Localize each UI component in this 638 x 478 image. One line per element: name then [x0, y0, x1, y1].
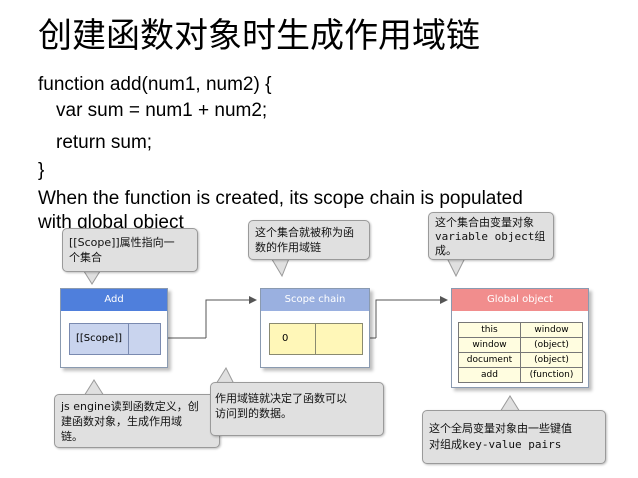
callout-text: 这个集合就被称为函	[255, 226, 354, 239]
callout-text: 访问到的数据。	[215, 407, 292, 420]
table-row: window(object)	[458, 337, 583, 353]
callout-text: 建函数对象，生成作用域	[61, 415, 182, 428]
table-row: add(function)	[458, 367, 583, 383]
description-line-2: with global object	[38, 212, 184, 233]
callout-text: js engine读到函数定义，创	[61, 400, 199, 413]
callout-text: [[Scope]]属性指向一	[69, 236, 175, 249]
callout-text: 作用域链就决定了函数可以	[215, 392, 347, 405]
code-line-1: function add(num1, num2) {	[38, 74, 272, 95]
scope-pointer-path	[205, 296, 257, 338]
callout-text: 这个集合由变量对象	[435, 216, 534, 229]
global-value: window	[520, 322, 583, 338]
callout-text: 成。	[435, 244, 457, 257]
scope-chain-row: 0	[269, 323, 363, 355]
callout-text: 对组成key-value pairs	[429, 438, 562, 451]
global-object-header: Global object	[452, 289, 588, 311]
add-scope-cell: [[Scope]]	[70, 324, 129, 354]
callout-text: 链。	[61, 430, 83, 443]
add-box-header: Add	[61, 289, 167, 311]
callout-text: 这个全局变量对象由一些键值	[429, 422, 572, 435]
scope-chain-index: 0	[270, 324, 316, 354]
add-scope-row: [[Scope]]	[69, 323, 161, 355]
callout-scope-property: [[Scope]]属性指向一 个集合	[62, 228, 198, 272]
description-line-1: When the function is created, its scope …	[38, 188, 523, 209]
table-row: document(object)	[458, 352, 583, 368]
callout-variable-object: 这个集合由变量对象 variable object组 成。	[428, 212, 554, 260]
slide-title: 创建函数对象时生成作用域链	[38, 16, 480, 56]
callout-global-kv: 这个全局变量对象由一些键值 对组成key-value pairs	[422, 410, 606, 464]
chain-pointer-path	[375, 296, 448, 338]
callout-chain-name: 这个集合就被称为函 数的作用域链	[248, 220, 370, 260]
callout-text: variable object组	[435, 230, 546, 243]
scope-chain-box: Scope chain 0	[260, 288, 370, 368]
callout-scope-decides: 作用域链就决定了函数可以 访问到的数据。	[210, 382, 384, 436]
code-line-4: }	[38, 160, 45, 181]
callout-js-engine: js engine读到函数定义，创 建函数对象，生成作用域 链。	[54, 394, 220, 448]
scope-chain-header: Scope chain	[261, 289, 369, 311]
code-line-2: var sum = num1 + num2;	[56, 100, 268, 121]
callout-text: 数的作用域链	[255, 241, 321, 254]
add-function-box: Add [[Scope]]	[60, 288, 168, 368]
code-line-3: return sum;	[56, 132, 153, 153]
callout-text: 个集合	[69, 251, 102, 264]
global-key: add	[458, 367, 521, 383]
global-value: (function)	[520, 367, 583, 383]
